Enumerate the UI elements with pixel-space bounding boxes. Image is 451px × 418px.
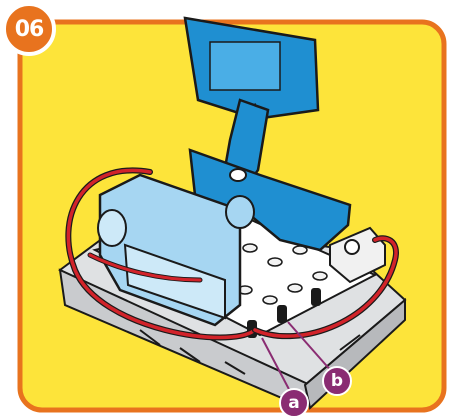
callout-a-leader bbox=[261, 337, 293, 396]
callout-b-label: b bbox=[322, 366, 352, 396]
motor-box bbox=[97, 173, 255, 327]
sensor-block bbox=[329, 226, 386, 284]
red-wires bbox=[65, 167, 399, 341]
callout-a-label: a bbox=[279, 388, 309, 418]
connector-pegs bbox=[247, 288, 321, 338]
step-number-badge: 06 bbox=[2, 2, 56, 56]
blue-arm bbox=[183, 16, 352, 252]
callout-b-leader bbox=[287, 321, 334, 374]
